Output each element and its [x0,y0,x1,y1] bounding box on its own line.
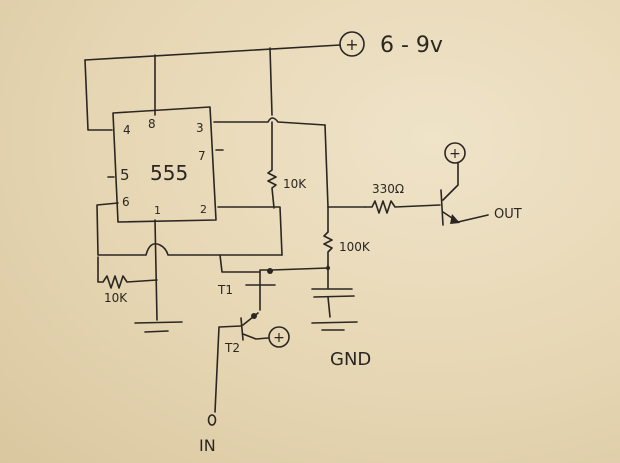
output-wiring [213,117,366,233]
transistor-t2: + T2 IN [199,312,290,455]
discharge-wiring: 10K [96,202,283,333]
label-10k-bottom: 10K [104,291,128,305]
transistor-t1: T1 [217,254,330,311]
resistor-10k-pin7: 10K [217,121,307,256]
pin-1: 1 [154,204,161,217]
label-t2: T2 [224,341,240,355]
resistor-330: 330Ω [364,182,441,214]
pin-5: 5 [120,166,130,184]
pin-3: 3 [196,121,204,135]
pin-4: 4 [123,123,131,137]
supply-rail [84,44,341,131]
resistor-100k: 100K [323,231,371,266]
supply-plus: + [345,35,358,54]
output-transistor: + OUT [440,142,522,226]
in-label: IN [199,436,216,455]
ic-555: 4 8 3 7 5 6 1 2 555 [107,106,224,223]
t2-plus: + [273,330,285,346]
out-label: OUT [494,207,522,222]
label-100k: 100K [339,240,371,254]
pin-8: 8 [148,117,156,131]
pin-7: 7 [198,149,206,163]
pin-6: 6 [122,195,130,209]
label-10k-top: 10K [283,177,307,191]
supply-voltage-label: 6 - 9v [380,33,443,58]
ic-label: 555 [150,161,188,185]
pin-2: 2 [200,203,207,216]
label-330: 330Ω [372,182,404,196]
capacitor: GND [311,264,371,370]
supply-terminal: + [339,31,365,57]
transistor-plus: + [449,146,461,162]
label-t1: T1 [217,283,233,297]
gnd-label: GND [330,349,371,370]
